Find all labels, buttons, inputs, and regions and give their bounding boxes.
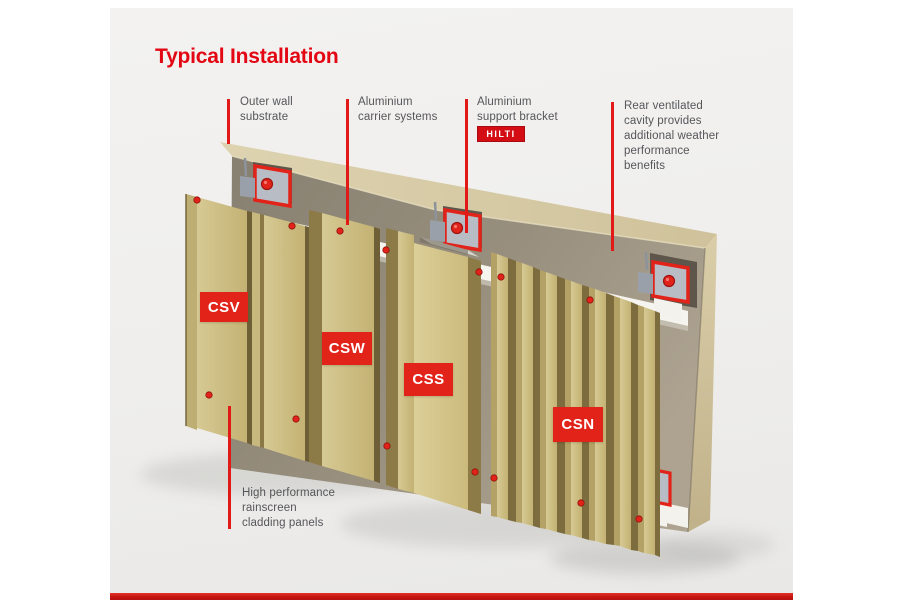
callout-line-panels: [228, 406, 231, 529]
label-support-bracket: Aluminium support bracket: [477, 96, 558, 123]
badge-csw: CSW: [322, 332, 372, 365]
callout-line-cavity: [611, 102, 614, 251]
callout-line-bracket: [465, 99, 468, 233]
wall-right-face: [688, 234, 717, 532]
cladding-panel-csv: [185, 194, 309, 462]
badge-csn: CSN: [553, 407, 603, 442]
label-outer-wall-substrate: Outer wall substrate: [240, 96, 293, 123]
support-bracket: [240, 157, 292, 209]
callout-line-outer-wall: [227, 99, 230, 144]
wall-top-face: [220, 142, 717, 248]
callout-line-carrier: [346, 99, 349, 225]
bottom-accent-bar: [110, 593, 793, 600]
label-rainscreen-panels: High performance rainscreen cladding pan…: [242, 487, 336, 529]
badge-csv: CSV: [200, 292, 248, 322]
label-carrier-systems: Aluminium carrier systems: [358, 96, 438, 123]
hilti-logo: HILTI: [477, 126, 525, 142]
badge-css: CSS: [404, 363, 453, 396]
fastener-dots: [193, 196, 643, 523]
page-title: Typical Installation: [155, 45, 339, 68]
support-bracket: [430, 201, 482, 253]
support-bracket: [638, 251, 697, 322]
label-rear-cavity: Rear ventilated cavity provides addition…: [624, 100, 720, 172]
